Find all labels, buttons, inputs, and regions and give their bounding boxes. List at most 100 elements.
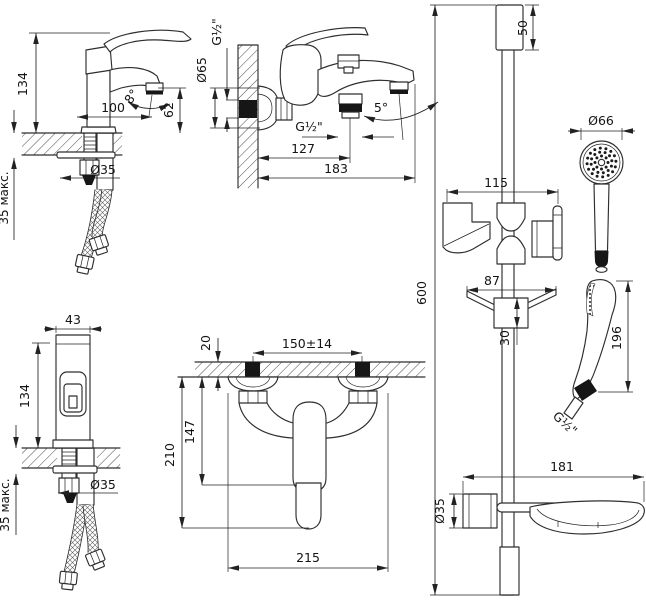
dim-flange-diameter: Ø65 (194, 57, 260, 129)
dim-label: 181 (550, 459, 574, 474)
thread-nipple (563, 396, 584, 420)
escutcheon (257, 85, 279, 131)
diverter-knob (337, 54, 360, 69)
escutcheons (227, 376, 389, 404)
dim-basin-height: 134 (15, 32, 110, 133)
dim-label: Ø65 (194, 57, 209, 83)
mounting-nut (58, 477, 80, 494)
dim-overall-depth: 183 (258, 84, 416, 183)
soap-dish-bracket (466, 288, 557, 329)
cartridge-body (292, 401, 327, 493)
dim-spout-depth: 210 (162, 377, 309, 529)
dim-label: 150±14 (282, 336, 332, 351)
dim-soap-arm-width: 87 (466, 273, 557, 293)
hand-shower-side-view (563, 279, 617, 420)
dim-max-deck-thickness: 35 макс. (0, 110, 17, 240)
dim-label: 600 (414, 281, 429, 305)
dim-label: Ø35 (432, 498, 447, 524)
spout-plan (295, 482, 322, 530)
dim-label: 5° (374, 100, 388, 115)
dim-pipe-centers: 150±14 (252, 336, 363, 362)
dim-slider-width: 115 (446, 175, 559, 204)
dim-dish-width: 181 (462, 459, 645, 502)
dim-wall-thread: G½" (209, 18, 239, 132)
dim-label: 8° (121, 86, 141, 106)
shower-outlet (338, 93, 363, 105)
shower-set-view: 50 600 115 87 30 Ø66 (414, 4, 645, 596)
mounting-washer (52, 465, 98, 474)
dim-head-diameter: Ø66 (568, 113, 635, 140)
bath-mixer-side-view: G½" Ø65 5° G½" 127 183 (194, 18, 439, 189)
dim-label: 215 (296, 550, 320, 565)
spout (317, 59, 415, 98)
dim-spout-reach: 100 (77, 100, 152, 120)
basin-faucet-body (80, 29, 192, 134)
handset-cradle (531, 220, 554, 258)
dim-body-depth: 147 (182, 377, 297, 486)
dim-label: 115 (484, 175, 508, 190)
lever-handle-front (59, 371, 87, 417)
dim-label: G½" (295, 119, 323, 134)
dim-hole-diameter: Ø35 (60, 162, 120, 181)
mounting-stud (61, 447, 77, 480)
dim-label: 196 (609, 326, 624, 350)
base (52, 439, 94, 449)
dim-label: Ø66 (588, 113, 614, 128)
aerator (145, 82, 164, 92)
handle (593, 183, 610, 252)
dim-hole-diameter: Ø35 (58, 477, 118, 496)
dim-label: Ø35 (90, 162, 116, 177)
supply-pipe-left (245, 362, 260, 377)
dim-block-height: 30 (497, 298, 520, 346)
dim-clamp-diameter: Ø35 (432, 493, 463, 529)
rail-clamp (462, 493, 498, 529)
dim-height: 134 (17, 342, 50, 448)
dim-width: 43 (44, 312, 102, 333)
dish-tray (529, 500, 645, 535)
dim-label: 210 (162, 443, 177, 467)
basin-mixer-front-view: 43 134 Ø35 35 макс. (0, 312, 121, 591)
dim-label: G½" (209, 18, 224, 46)
bath-mixer-plan-view: 20 150±14 147 210 215 (162, 335, 426, 572)
supply-pipe (239, 100, 257, 118)
slider-handle (442, 202, 491, 254)
dim-label: 62 (161, 102, 176, 118)
soap-dish (462, 493, 645, 535)
handset-slider (442, 202, 563, 265)
dim-label: 147 (182, 420, 197, 444)
rail-end-fitting (499, 546, 520, 596)
lever-handle (103, 29, 192, 53)
dim-label: Ø35 (90, 477, 116, 492)
dim-outlet-thread: G½" (295, 119, 394, 140)
flex-hoses (58, 504, 109, 591)
dim-label: 100 (101, 100, 125, 115)
wall-bracket-top (495, 4, 524, 51)
wall-section-hatch (195, 362, 425, 377)
dim-bar-length: 600 (414, 4, 500, 596)
dim-max-deck-thickness: 35 макс. (0, 425, 19, 535)
spray-face-edge (586, 282, 596, 317)
dim-spray-angle: 8° (121, 86, 171, 112)
deck-section-hatch (22, 133, 82, 155)
spray-nozzles (585, 146, 618, 179)
dim-spout-height: 62 (158, 87, 186, 133)
flex-hoses (73, 189, 113, 276)
dim-label: 35 макс. (0, 478, 12, 531)
basin-faucet-front (52, 334, 94, 449)
dim-label: 43 (65, 312, 81, 327)
basin-mixer-side-view: 134 100 8° 62 Ø35 35 макс. (0, 29, 192, 276)
dim-label: 30 (497, 330, 512, 346)
dim-label: 87 (484, 273, 500, 288)
dim-overall-width: 215 (227, 393, 389, 572)
dim-spout-center: 127 (258, 118, 351, 163)
supply-pipe-right (355, 362, 370, 377)
dim-head-length: 196 (598, 280, 633, 393)
lever-handle (285, 27, 369, 53)
mounting-washer (56, 151, 116, 159)
hose-connector (574, 379, 597, 401)
hose-inlet (595, 266, 608, 273)
hand-shower-face-view (579, 140, 624, 273)
aerator (389, 81, 409, 91)
